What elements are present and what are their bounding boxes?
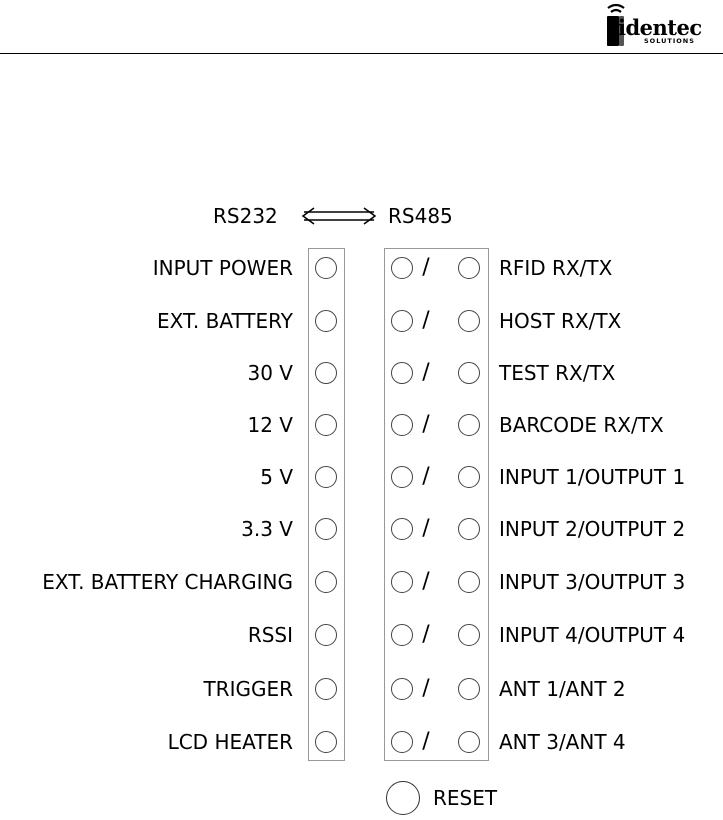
led-ant-1 bbox=[391, 678, 413, 700]
led-input-power bbox=[315, 257, 337, 279]
header-divider bbox=[0, 53, 723, 54]
pair-separator: / bbox=[419, 570, 433, 594]
logo-tagline: SOLUTIONS bbox=[644, 38, 695, 45]
led-host-rx bbox=[391, 310, 413, 332]
logo-wordmark: identec bbox=[618, 17, 702, 38]
pair-separator: / bbox=[419, 730, 433, 754]
led-5v bbox=[315, 466, 337, 488]
pair-separator: / bbox=[419, 361, 433, 385]
label-test-rx-tx: TEST RX/TX bbox=[499, 361, 615, 385]
label-ant1-ant2: ANT 1/ANT 2 bbox=[499, 677, 626, 701]
led-ant-3 bbox=[391, 731, 413, 753]
pair-separator: / bbox=[419, 465, 433, 489]
led-output-2 bbox=[458, 518, 480, 540]
label-lcd-heater: LCD HEATER bbox=[168, 730, 293, 754]
led-test-tx bbox=[458, 362, 480, 384]
led-12v bbox=[315, 414, 337, 436]
label-input4-output4: INPUT 4/OUTPUT 4 bbox=[499, 623, 685, 647]
led-output-3 bbox=[458, 571, 480, 593]
label-host-rx-tx: HOST RX/TX bbox=[499, 309, 621, 333]
led-ant-4 bbox=[458, 731, 480, 753]
led-rfid-tx bbox=[458, 257, 480, 279]
label-ext-battery: EXT. BATTERY bbox=[157, 309, 293, 333]
led-ext-battery bbox=[315, 310, 337, 332]
led-trigger bbox=[315, 678, 337, 700]
identec-logo: identec SOLUTIONS bbox=[604, 2, 704, 48]
led-rssi bbox=[315, 624, 337, 646]
led-ant-2 bbox=[458, 678, 480, 700]
label-3-3v: 3.3 V bbox=[241, 517, 293, 541]
led-input-2 bbox=[391, 518, 413, 540]
label-input-power: INPUT POWER bbox=[153, 256, 293, 280]
label-rssi: RSSI bbox=[248, 623, 293, 647]
label-ant3-ant4: ANT 3/ANT 4 bbox=[499, 730, 626, 754]
led-30v bbox=[315, 362, 337, 384]
led-3-3v bbox=[315, 518, 337, 540]
led-input-4 bbox=[391, 624, 413, 646]
pair-separator: / bbox=[419, 256, 433, 280]
pair-separator: / bbox=[419, 413, 433, 437]
label-input3-output3: INPUT 3/OUTPUT 3 bbox=[499, 570, 685, 594]
led-test-rx bbox=[391, 362, 413, 384]
label-ext-battery-charging: EXT. BATTERY CHARGING bbox=[42, 570, 293, 594]
led-host-tx bbox=[458, 310, 480, 332]
pair-separator: / bbox=[419, 517, 433, 541]
pair-separator: / bbox=[419, 677, 433, 701]
led-rfid-rx bbox=[391, 257, 413, 279]
bidirectional-arrow-icon bbox=[300, 207, 378, 225]
label-input2-output2: INPUT 2/OUTPUT 2 bbox=[499, 517, 685, 541]
label-barcode-rx-tx: BARCODE RX/TX bbox=[499, 413, 664, 437]
label-5v: 5 V bbox=[260, 465, 293, 489]
led-barcode-rx bbox=[391, 414, 413, 436]
led-output-4 bbox=[458, 624, 480, 646]
label-trigger: TRIGGER bbox=[203, 677, 293, 701]
reset-label: RESET bbox=[433, 786, 497, 810]
led-lcd-heater bbox=[315, 731, 337, 753]
label-12v: 12 V bbox=[248, 413, 294, 437]
label-rfid-rx-tx: RFID RX/TX bbox=[499, 256, 612, 280]
led-ext-battery-charging bbox=[315, 571, 337, 593]
rs485-header: RS485 bbox=[388, 204, 453, 228]
led-input-3 bbox=[391, 571, 413, 593]
pair-separator: / bbox=[419, 309, 433, 333]
led-input-1 bbox=[391, 466, 413, 488]
reset-button[interactable] bbox=[386, 781, 420, 815]
led-output-1 bbox=[458, 466, 480, 488]
rs232-header: RS232 bbox=[213, 204, 278, 228]
pair-separator: / bbox=[419, 623, 433, 647]
label-input1-output1: INPUT 1/OUTPUT 1 bbox=[499, 465, 685, 489]
label-30v: 30 V bbox=[248, 361, 294, 385]
led-barcode-tx bbox=[458, 414, 480, 436]
